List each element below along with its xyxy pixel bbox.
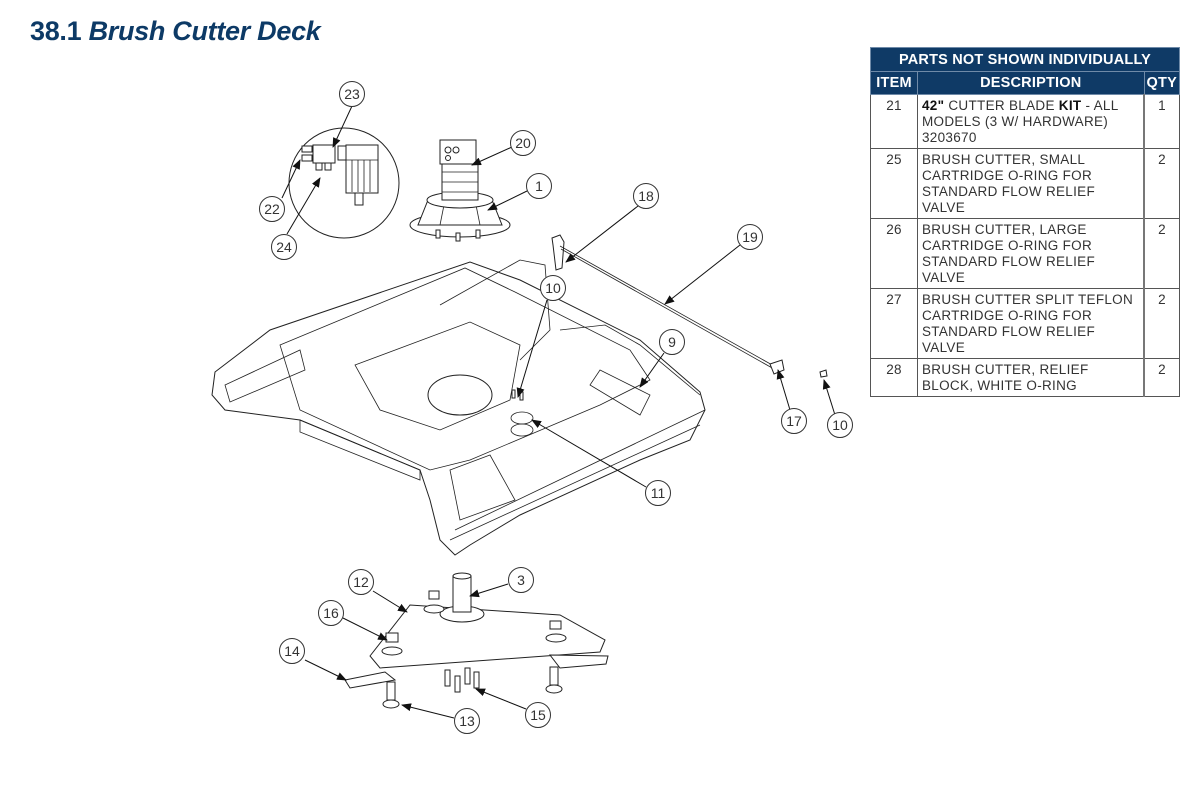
svg-text:24: 24 [276, 239, 292, 255]
column-header-item: ITEM [870, 71, 918, 95]
table-caption: PARTS NOT SHOWN INDIVIDUALLY [870, 47, 1180, 72]
desc-text: - ALL MODELS (3 W/ HARDWARE) 3203670 [922, 98, 1119, 145]
exploded-parts-diagram: 23 22 24 20 1 18 19 10 9 11 17 10 12 3 1… [211, 81, 853, 734]
item-description: BRUSH CUTTER, RELIEF BLOCK, WHITE O-RING [917, 358, 1145, 397]
callout-11: 11 [645, 480, 671, 506]
callout-17: 17 [781, 408, 807, 434]
item-qty: 1 [1143, 94, 1180, 149]
item-number: 26 [870, 218, 918, 289]
svg-text:13: 13 [459, 713, 475, 729]
parts-not-shown-table: PARTS NOT SHOWN INDIVIDUALLY ITEM DESCRI… [870, 47, 1180, 397]
callout-14: 14 [279, 638, 305, 664]
item-qty: 2 [1143, 148, 1180, 219]
svg-text:10: 10 [832, 417, 848, 433]
table-row: 26 BRUSH CUTTER, LARGE CARTRIDGE O-RING … [870, 218, 1180, 289]
svg-text:3: 3 [517, 572, 525, 588]
svg-text:23: 23 [344, 86, 360, 102]
svg-text:11: 11 [651, 485, 666, 501]
desc-bold-size: 42" [922, 98, 945, 113]
table-row: 27 BRUSH CUTTER SPLIT TEFLON CARTRIDGE O… [870, 288, 1180, 359]
item-number: 21 [870, 94, 918, 149]
callout-13: 13 [454, 708, 480, 734]
item-number: 27 [870, 288, 918, 359]
callout-10-pin: 10 [827, 412, 853, 438]
page-title: 38.1 Brush Cutter Deck [30, 16, 321, 47]
svg-text:15: 15 [530, 707, 546, 723]
blade-carrier-assembly [344, 572, 609, 709]
callout-10-deck: 10 [540, 275, 566, 301]
linkage-rod-assembly [551, 234, 828, 378]
item-number: 28 [870, 358, 918, 397]
svg-text:16: 16 [323, 605, 339, 621]
svg-text:17: 17 [786, 413, 802, 429]
svg-text:1: 1 [535, 178, 543, 194]
item-qty: 2 [1143, 288, 1180, 359]
callout-19: 19 [737, 224, 763, 250]
section-name: Brush Cutter Deck [88, 16, 321, 46]
item-description: 42" CUTTER BLADE KIT - ALL MODELS (3 W/ … [917, 94, 1145, 149]
callout-22: 22 [259, 196, 285, 222]
callout-18: 18 [633, 183, 659, 209]
desc-bold-kit: KIT [1058, 98, 1082, 113]
column-header-qty: QTY [1143, 71, 1180, 95]
svg-text:19: 19 [742, 229, 758, 245]
callout-1: 1 [526, 173, 552, 199]
svg-text:22: 22 [264, 201, 280, 217]
item-number: 25 [870, 148, 918, 219]
section-number: 38.1 [30, 16, 82, 46]
column-header-description: DESCRIPTION [917, 71, 1145, 95]
leader-lines [281, 105, 836, 719]
svg-text:12: 12 [353, 574, 369, 590]
svg-text:14: 14 [284, 643, 300, 659]
svg-text:20: 20 [515, 135, 531, 151]
callout-3: 3 [508, 567, 534, 593]
svg-text:10: 10 [545, 280, 561, 296]
callout-23: 23 [339, 81, 365, 107]
callout-16: 16 [318, 600, 344, 626]
desc-text: CUTTER BLADE [944, 98, 1059, 113]
callout-12: 12 [348, 569, 374, 595]
table-row: 25 BRUSH CUTTER, SMALL CARTRIDGE O-RING … [870, 148, 1180, 219]
callout-15: 15 [525, 702, 551, 728]
svg-text:9: 9 [668, 334, 676, 350]
callout-24: 24 [271, 234, 297, 260]
item-description: BRUSH CUTTER, SMALL CARTRIDGE O-RING FOR… [917, 148, 1145, 219]
svg-text:18: 18 [638, 188, 654, 204]
valve-detail-view [288, 127, 400, 239]
brush-cutter-deck [211, 259, 706, 556]
item-description: BRUSH CUTTER, LARGE CARTRIDGE O-RING FOR… [917, 218, 1145, 289]
table-row: 21 42" CUTTER BLADE KIT - ALL MODELS (3 … [870, 94, 1180, 149]
table-row: 28 BRUSH CUTTER, RELIEF BLOCK, WHITE O-R… [870, 358, 1180, 397]
hydraulic-motor-and-mount [409, 139, 511, 242]
item-qty: 2 [1143, 358, 1180, 397]
callout-9: 9 [659, 329, 685, 355]
item-qty: 2 [1143, 218, 1180, 289]
item-description: BRUSH CUTTER SPLIT TEFLON CARTRIDGE O-RI… [917, 288, 1145, 359]
callout-20: 20 [510, 130, 536, 156]
